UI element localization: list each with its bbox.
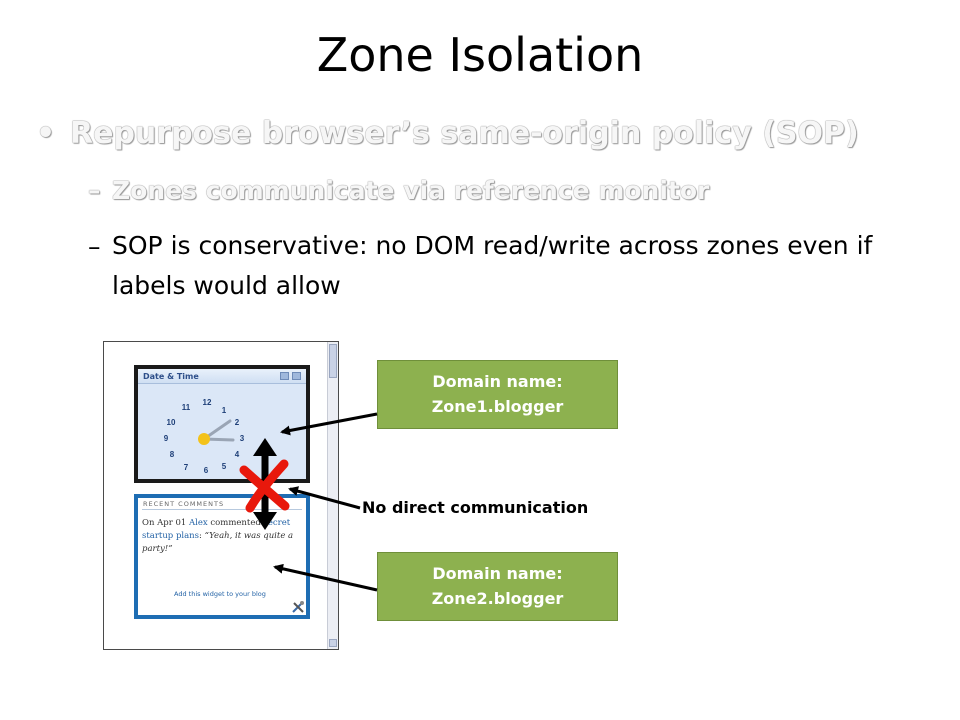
comment-verb: commented [210, 518, 261, 528]
bullet-1-marker: • [36, 116, 56, 151]
zone2-pointer-arrow [273, 563, 378, 592]
clock-number: 6 [204, 466, 209, 475]
comment-author-link[interactable]: Alex [189, 518, 208, 528]
bullet-3-marker: – [88, 232, 101, 261]
analog-clock-face: 12 1 2 3 4 5 6 7 8 9 10 11 [164, 398, 245, 475]
minimize-button[interactable] [280, 372, 289, 380]
scrollbar[interactable] [327, 342, 338, 649]
scroll-down-arrow[interactable] [329, 639, 337, 647]
no-direct-communication-label: No direct communication [362, 498, 589, 517]
clock-number: 9 [164, 434, 169, 443]
clock-number: 11 [182, 403, 191, 412]
blocked-x-icon [239, 459, 290, 513]
add-widget-link[interactable]: Add this widget to your blog [174, 590, 266, 598]
clock-number: 5 [222, 462, 227, 471]
clock-widget-header: Date & Time [138, 369, 306, 384]
comments-widget-zone2: RECENT COMMENTS On Apr 01 Alex commented… [134, 494, 310, 619]
zone2-domain-callout: Domain name: Zone2.blogger [377, 552, 618, 621]
comments-header: RECENT COMMENTS [143, 500, 225, 508]
no-communication-pointer-arrow [288, 486, 361, 510]
bullet-2-marker: – [88, 176, 101, 205]
clock-number: 2 [235, 418, 240, 427]
comment-entry: On Apr 01 Alex commented secret startup … [142, 518, 294, 554]
comment-quote: “Yeah, it was quite a party!” [142, 531, 294, 554]
clock-number: 3 [240, 434, 245, 443]
clock-number: 4 [235, 450, 240, 459]
comments-divider [142, 509, 302, 510]
bullet-2-text: Zones communicate via reference monitor [112, 176, 710, 205]
bullet-3-text: SOP is conservative: no DOM read/write a… [112, 231, 873, 300]
browser-screenshot: Date & Time 12 1 2 3 4 5 6 7 8 9 10 11 [103, 341, 339, 650]
clock-center [198, 433, 210, 445]
comment-post-link[interactable]: secret startup plans [142, 518, 291, 541]
clock-number: 1 [222, 406, 227, 415]
clock-widget-title: Date & Time [143, 372, 199, 381]
comment-date: On Apr 01 [142, 518, 187, 528]
slide-title: Zone Isolation [316, 28, 644, 82]
zone1-domain-label: Domain name: [432, 372, 563, 391]
zone1-domain-callout: Domain name: Zone1.blogger [377, 360, 618, 429]
clock-number: 10 [167, 418, 176, 427]
zone2-domain-label: Domain name: [432, 564, 563, 583]
scroll-up-arrow[interactable] [329, 344, 337, 378]
zone1-pointer-arrow [280, 412, 378, 436]
clock-number: 7 [184, 463, 189, 472]
zone2-domain-value: Zone2.blogger [431, 589, 564, 608]
clock-number: 8 [170, 450, 175, 459]
tools-icon[interactable] [291, 600, 305, 614]
clock-number: 12 [203, 398, 212, 407]
zone1-domain-value: Zone1.blogger [431, 397, 564, 416]
bullet-1-text: Repurpose browser’s same-origin policy (… [70, 116, 859, 151]
close-button[interactable] [292, 372, 301, 380]
